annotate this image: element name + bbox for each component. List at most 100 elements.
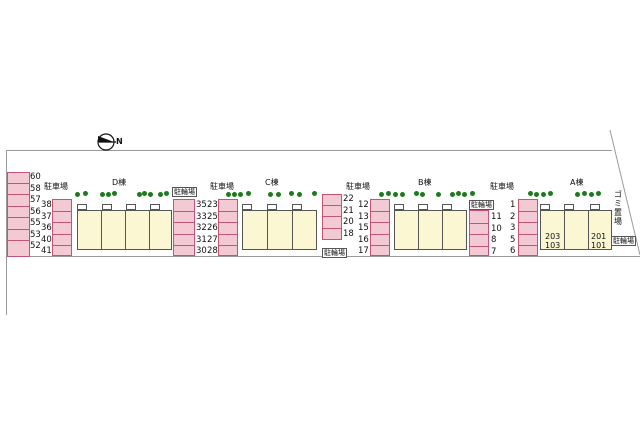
building-d-name: D棟 bbox=[112, 178, 127, 187]
lot-number-13: 13 bbox=[358, 211, 369, 222]
parking-d-left bbox=[52, 199, 72, 256]
tree-icon bbox=[112, 191, 117, 196]
lot-number-20: 20 bbox=[343, 217, 354, 227]
north-arrow-icon bbox=[97, 133, 116, 151]
lot-divider bbox=[7, 182, 30, 184]
balcony bbox=[590, 204, 600, 210]
lot-divider bbox=[518, 245, 538, 247]
building-b bbox=[394, 210, 467, 250]
lot-divider bbox=[7, 194, 30, 196]
lot-number-8: 8 bbox=[491, 235, 497, 245]
tree-icon bbox=[268, 192, 273, 197]
lot-number-7: 7 bbox=[491, 246, 497, 257]
tree-icon bbox=[436, 192, 441, 197]
lot-number-16: 16 bbox=[358, 234, 369, 245]
bicycle-parking-mid: 駐輪場 bbox=[322, 248, 347, 258]
lot-divider bbox=[173, 245, 195, 247]
tree-icon bbox=[246, 191, 251, 196]
tree-icon bbox=[106, 192, 111, 197]
lot-number-25: 25 bbox=[207, 211, 218, 222]
unit-a-201-101: 201 101 bbox=[591, 232, 607, 250]
lot-divider bbox=[218, 245, 238, 247]
balcony bbox=[540, 204, 550, 210]
lot-divider bbox=[370, 222, 390, 224]
balcony bbox=[126, 204, 136, 210]
tree-icon bbox=[379, 192, 384, 197]
lot-divider bbox=[370, 233, 390, 235]
lot-divider bbox=[518, 210, 538, 212]
tree-icon bbox=[589, 192, 594, 197]
parking-b-right bbox=[469, 210, 489, 256]
tree-icon bbox=[420, 192, 425, 197]
right-boundary bbox=[609, 130, 640, 256]
lot-divider bbox=[173, 233, 195, 235]
balcony bbox=[242, 204, 252, 210]
tree-icon bbox=[100, 192, 105, 197]
lot-number-12: 12 bbox=[358, 200, 369, 210]
tree-icon bbox=[164, 191, 169, 196]
lot-divider bbox=[518, 222, 538, 224]
lot-divider bbox=[322, 227, 342, 229]
lot-number-23: 23 bbox=[207, 200, 218, 210]
balcony bbox=[418, 204, 428, 210]
lot-number-11: 11 bbox=[491, 212, 502, 222]
lot-divider bbox=[469, 234, 489, 236]
bicycle-parking-b: 駐輪場 bbox=[469, 200, 494, 210]
balcony bbox=[442, 204, 452, 210]
parking-a-left bbox=[518, 199, 538, 256]
lot-number-52: 52 bbox=[30, 241, 41, 251]
tree-icon bbox=[534, 192, 539, 197]
lot-number-41: 41 bbox=[41, 246, 52, 256]
tree-icon bbox=[541, 192, 546, 197]
tree-icon bbox=[450, 192, 455, 197]
lot-number-26: 26 bbox=[207, 223, 218, 233]
lot-number-36: 36 bbox=[41, 223, 52, 233]
lot-number-28: 28 bbox=[207, 246, 218, 256]
balcony bbox=[267, 204, 277, 210]
tree-icon bbox=[414, 191, 419, 196]
compass-letter: N bbox=[116, 137, 123, 146]
compass: N bbox=[96, 132, 126, 152]
lot-number-35: 35 bbox=[196, 200, 207, 210]
parking-c-left bbox=[218, 199, 238, 256]
tree-icon bbox=[297, 192, 302, 197]
lot-number-1: 1 bbox=[510, 200, 516, 210]
tree-icon bbox=[276, 192, 281, 197]
tree-icon bbox=[528, 191, 533, 196]
lot-divider bbox=[173, 222, 195, 224]
garbage-area: ゴミ置場 bbox=[614, 190, 622, 226]
building-c bbox=[242, 210, 317, 250]
lot-number-57: 57 bbox=[30, 195, 41, 205]
tree-icon bbox=[226, 192, 231, 197]
left-boundary bbox=[6, 150, 7, 315]
tree-icon bbox=[470, 191, 475, 196]
unit-a-203-103: 203 103 bbox=[545, 232, 561, 250]
lot-number-10: 10 bbox=[491, 223, 502, 234]
lot-number-5: 5 bbox=[510, 234, 516, 245]
lot-number-53: 53 bbox=[30, 229, 41, 240]
lot-number-58: 58 bbox=[30, 183, 41, 194]
lot-divider bbox=[370, 245, 390, 247]
tree-icon bbox=[238, 192, 243, 197]
lot-divider bbox=[469, 222, 489, 224]
tree-icon bbox=[582, 191, 587, 196]
bicycle-parking-d: 駐輪場 bbox=[172, 187, 197, 197]
lot-divider bbox=[7, 228, 30, 230]
tree-icon bbox=[312, 191, 317, 196]
building-b-name: B棟 bbox=[418, 178, 432, 187]
lot-divider bbox=[52, 210, 72, 212]
tree-icon bbox=[137, 192, 142, 197]
lot-divider bbox=[173, 210, 195, 212]
tree-icon bbox=[148, 192, 153, 197]
tree-icon bbox=[575, 192, 580, 197]
tree-icon bbox=[289, 191, 294, 196]
lot-divider bbox=[52, 222, 72, 224]
balcony bbox=[564, 204, 574, 210]
lot-number-18: 18 bbox=[343, 228, 354, 239]
building-c-name: C棟 bbox=[265, 178, 279, 187]
parking-b-left bbox=[370, 199, 390, 256]
tree-icon bbox=[462, 192, 467, 197]
balcony bbox=[150, 204, 160, 210]
lot-divider bbox=[518, 233, 538, 235]
lot-number-21: 21 bbox=[343, 205, 354, 216]
